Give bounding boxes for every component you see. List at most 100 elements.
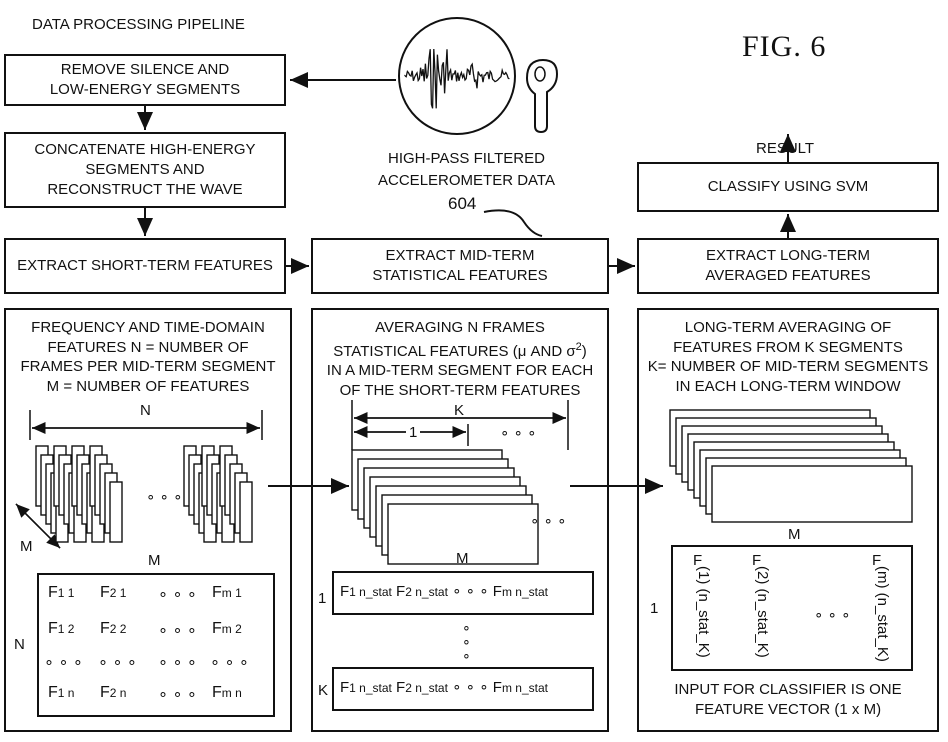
remove-silence-line1: REMOVE SILENCE AND — [60, 61, 230, 78]
feature-f1: F — [693, 552, 703, 569]
frame-bar — [239, 481, 253, 543]
cell-sub: 2 n — [109, 686, 127, 700]
long-term-line1: EXTRACT LONG-TERM — [706, 247, 870, 264]
mid-panel-line2: STATISTICAL FEATURES (μ AND σ2) — [313, 338, 607, 362]
right-panel-footer: INPUT FOR CLASSIFIER IS ONE FEATURE VECT… — [637, 680, 939, 720]
mid-term-box: EXTRACT MID-TERM STATISTICAL FEATURES — [311, 238, 609, 294]
cell-sub: 2 n_stat — [405, 681, 448, 695]
mid-row1-cells: F1 n_stat F2 n_stat ∘ ∘ ∘ Fm n_stat — [340, 583, 548, 600]
source-label-line2: ACCELEROMETER DATA — [378, 172, 555, 189]
left-panel-line4: M = NUMBER OF FEATURES — [46, 377, 250, 395]
earbud-icon — [525, 58, 559, 134]
classify-box: CLASSIFY USING SVM — [637, 162, 939, 212]
matrix-cell: F2 1 — [100, 584, 127, 601]
concatenate-line3: RECONSTRUCT THE WAVE — [47, 181, 243, 198]
mid-panel-line2-text: STATISTICAL FEATURES (μ AND σ — [333, 342, 576, 360]
mid-panel-line4: OF THE SHORT-TERM FEATURES — [339, 381, 581, 399]
matrix-cell: Fm n — [212, 684, 242, 701]
waveform-icon — [398, 17, 559, 135]
frame-bar — [109, 481, 123, 543]
matrix-cell: Fm 1 — [212, 584, 242, 601]
right-panel-line3: K= NUMBER OF MID-TERM SEGMENTS — [647, 358, 929, 375]
cell-sub: 1 n_stat — [349, 585, 392, 599]
concatenate-line1: CONCATENATE HIGH-ENERGY — [34, 141, 256, 158]
matrix-cell: ∘ ∘ ∘ — [98, 654, 137, 671]
mid-ellipsis-stack: ∘ ∘ ∘ — [530, 513, 567, 530]
source-label-line1: HIGH-PASS FILTERED — [388, 150, 545, 167]
left-panel-line1: FREQUENCY AND TIME-DOMAIN — [31, 319, 265, 336]
right-panel-line1: LONG-TERM AVERAGING OF — [684, 319, 892, 336]
mid-vertical-dots: ∘∘∘ — [462, 619, 471, 663]
cell-sub: m n — [221, 686, 242, 700]
cell-sub: m n_stat — [501, 681, 548, 695]
source-ref-number: 604 — [448, 194, 477, 213]
cell-sub: 2 n_stat — [405, 585, 448, 599]
dim-k-label: K — [454, 402, 465, 419]
figure-label: FIG. 6 — [742, 30, 827, 63]
matrix-cell: F1 1 — [48, 584, 75, 601]
cell-sub: 1 n_stat — [349, 681, 392, 695]
matrix-cell: ∘ ∘ ∘ — [210, 654, 249, 671]
mid-panel-line1: AVERAGING N FRAMES — [375, 319, 545, 336]
cell-sub: 2 2 — [109, 622, 127, 636]
matrix-cell: ∘ ∘ ∘ — [158, 654, 197, 671]
feature-label-2: (2) (n_stat_K) — [754, 566, 771, 658]
mid-rowk-cells: F1 n_stat F2 n_stat ∘ ∘ ∘ Fm n_stat — [340, 679, 548, 696]
feature-fm: F — [872, 552, 882, 569]
sigma-superscript: 2 — [575, 340, 582, 353]
right-footer-line1: INPUT FOR CLASSIFIER IS ONE — [674, 681, 902, 698]
dim-m-diagonal-label: M — [20, 538, 33, 555]
right-footer-line2: FEATURE VECTOR (1 x M) — [694, 701, 882, 718]
pipeline-title: DATA PROCESSING PIPELINE — [32, 16, 245, 33]
left-panel-line3: FRAMES PER MID-TERM SEGMENT — [20, 358, 276, 375]
remove-silence-box: REMOVE SILENCE AND LOW-ENERGY SEGMENTS — [4, 54, 286, 106]
mid-term-line1: EXTRACT MID-TERM — [385, 247, 535, 264]
cell-sub: m n_stat — [501, 585, 548, 599]
matrix-cell: ∘ ∘ ∘ — [158, 586, 197, 603]
mid-rowk-label: K — [318, 682, 329, 699]
matrix-cell: ∘ ∘ ∘ — [158, 686, 197, 703]
short-term-label: EXTRACT SHORT-TERM FEATURES — [17, 257, 273, 274]
matrix-cell: Fm 2 — [212, 620, 242, 637]
mid-dim-m-label: M — [456, 550, 469, 567]
segment-card — [387, 503, 539, 565]
mid-ellipsis-top: ∘ ∘ ∘ — [500, 425, 537, 442]
left-panel-line2: FEATURES N = NUMBER OF — [47, 338, 249, 356]
long-term-line2: AVERAGED FEATURES — [705, 267, 871, 284]
matrix-cell: F2 2 — [100, 620, 127, 637]
matrix-cell: ∘ ∘ ∘ — [158, 622, 197, 639]
matrix-cell: F1 n — [48, 684, 75, 701]
mid-panel-close-paren: ) — [581, 342, 587, 360]
mid-panel-line3: IN A MID-TERM SEGMENT FOR EACH — [326, 362, 594, 379]
cell-sub: m 2 — [221, 622, 242, 636]
right-panel-line4: IN EACH LONG-TERM WINDOW — [675, 377, 901, 395]
matrix-cell: ∘ ∘ ∘ — [44, 654, 83, 671]
cell-sub: m 1 — [221, 586, 242, 600]
feature-label-1: (1) (n_stat_K) — [695, 566, 712, 658]
dim-1-label: 1 — [406, 424, 421, 441]
dim-n-label: N — [140, 402, 151, 419]
window-card — [711, 465, 913, 523]
feature-label-m: (m) (n_stat_K) — [874, 566, 891, 662]
cell-sub: 1 2 — [57, 622, 75, 636]
left-ellipsis: ∘ ∘ ∘ — [146, 489, 183, 506]
short-term-box: EXTRACT SHORT-TERM FEATURES — [4, 238, 286, 294]
right-ellipsis: ∘ ∘ ∘ — [814, 607, 851, 624]
feature-f2: F — [752, 552, 762, 569]
dim-m-label: M — [148, 552, 161, 569]
right-dim-m-label: M — [788, 526, 801, 543]
matrix-cell: F2 n — [100, 684, 127, 701]
remove-silence-line2: LOW-ENERGY SEGMENTS — [49, 81, 241, 98]
long-term-box: EXTRACT LONG-TERM AVERAGED FEATURES — [637, 238, 939, 294]
concatenate-line2: SEGMENTS AND — [85, 161, 205, 178]
concatenate-box: CONCATENATE HIGH-ENERGY SEGMENTS AND REC… — [4, 132, 286, 208]
classify-label: CLASSIFY USING SVM — [707, 178, 869, 195]
mid-row1-label: 1 — [318, 590, 327, 607]
matrix-cell: F1 2 — [48, 620, 75, 637]
mid-term-line2: STATISTICAL FEATURES — [372, 267, 548, 284]
matrix-row-label-n: N — [14, 636, 25, 653]
cell-sub: 1 n — [57, 686, 75, 700]
cell-sub: 2 1 — [109, 586, 127, 600]
right-row-label: 1 — [650, 600, 659, 617]
